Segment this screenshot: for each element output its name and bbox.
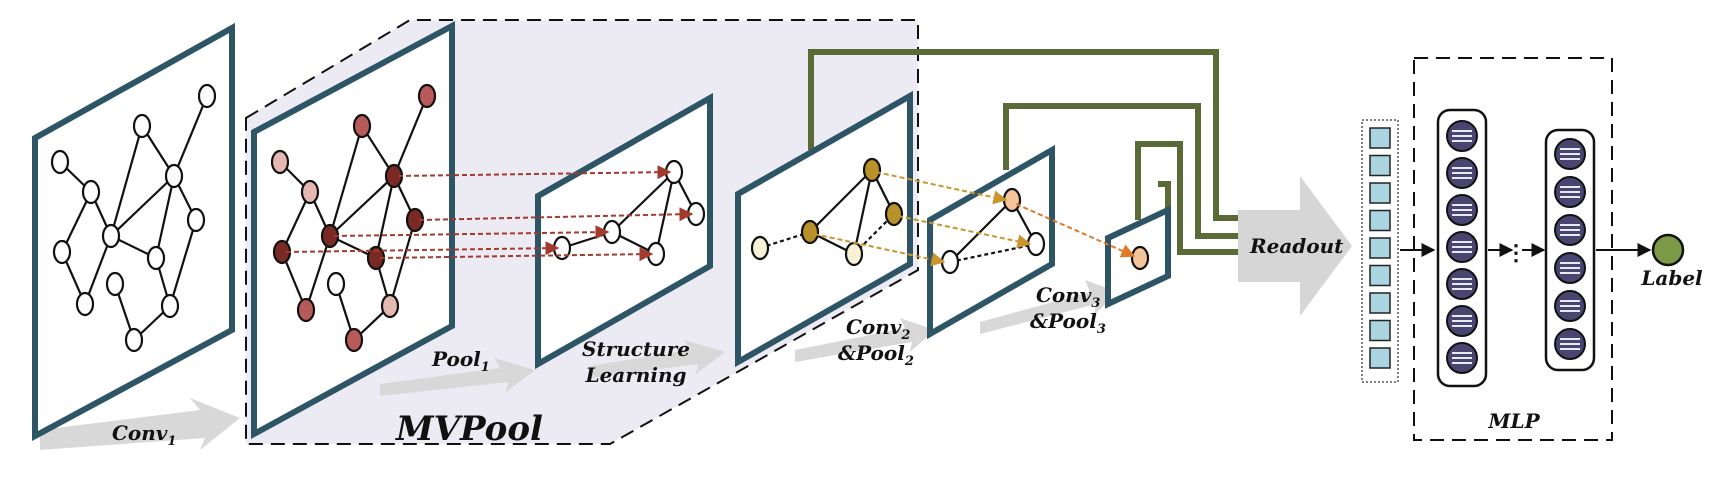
flow-arrow-pool1 bbox=[380, 358, 535, 396]
flow-arrow-conv1 bbox=[40, 398, 240, 450]
mlp-label: MLP bbox=[1487, 409, 1540, 433]
node bbox=[197, 83, 217, 109]
node bbox=[664, 159, 684, 185]
node bbox=[132, 113, 152, 139]
pool2-label: &Pool2 bbox=[838, 341, 914, 369]
conv3-frame bbox=[927, 144, 1055, 340]
pool2-arrows bbox=[813, 171, 1032, 267]
node bbox=[146, 245, 166, 271]
mvpool-label: MVPool bbox=[395, 409, 543, 449]
feature-cell bbox=[1369, 154, 1391, 177]
conv3-panel bbox=[927, 144, 1055, 340]
feature-cell bbox=[1369, 292, 1391, 314]
skip-connections bbox=[808, 49, 1240, 255]
node bbox=[750, 235, 770, 261]
node bbox=[844, 241, 864, 267]
pool1-label: Pool1 bbox=[431, 347, 490, 375]
mlp-layer-1 bbox=[1436, 108, 1488, 388]
node bbox=[124, 327, 144, 353]
node bbox=[326, 271, 346, 297]
node bbox=[686, 201, 706, 227]
node bbox=[101, 223, 121, 249]
conv2-label: Conv2 bbox=[846, 315, 910, 343]
feature-vector bbox=[1361, 119, 1399, 383]
final-node-panel bbox=[1105, 205, 1171, 309]
pool3-arrow bbox=[1015, 203, 1136, 258]
node bbox=[75, 291, 95, 317]
node bbox=[300, 179, 320, 205]
pool1-arrows bbox=[285, 165, 694, 262]
feature-cell bbox=[1369, 347, 1391, 369]
conv3-label: Conv3 bbox=[1036, 283, 1100, 311]
node bbox=[884, 201, 904, 227]
feature-cell bbox=[1369, 319, 1391, 342]
node bbox=[800, 219, 820, 245]
skip-connection-1 bbox=[808, 49, 1240, 221]
node bbox=[1002, 187, 1022, 213]
conv1-label: Conv1 bbox=[112, 421, 176, 449]
flow-arrows bbox=[40, 280, 1118, 450]
flow-arrow-structure bbox=[590, 340, 725, 378]
node bbox=[50, 149, 70, 175]
conv2-panel bbox=[735, 90, 913, 368]
node bbox=[160, 293, 180, 319]
node bbox=[105, 271, 125, 297]
node bbox=[352, 113, 372, 139]
conv1-output-panel bbox=[251, 20, 455, 440]
feature-cell bbox=[1369, 182, 1391, 204]
flow-arrow-conv3 bbox=[980, 280, 1118, 334]
node bbox=[164, 163, 184, 189]
pool3-label: &Pool3 bbox=[1030, 309, 1106, 337]
readout-label: Readout bbox=[1249, 234, 1344, 258]
input-graph-frame bbox=[32, 22, 235, 442]
node bbox=[81, 179, 101, 205]
mlp-layer-2 bbox=[1544, 128, 1596, 372]
skip-connection-3 bbox=[1135, 141, 1240, 255]
node bbox=[380, 293, 400, 319]
feature-cell bbox=[1369, 127, 1391, 149]
feature-cell bbox=[1369, 237, 1391, 259]
output-node bbox=[1651, 233, 1685, 267]
mlp-box bbox=[1413, 57, 1613, 441]
node bbox=[646, 241, 666, 267]
input-graph-panel bbox=[32, 22, 235, 442]
readout-arrow bbox=[1238, 176, 1352, 316]
mlp-ellipsis: ⋮ bbox=[1505, 240, 1527, 266]
skip-connection-4 bbox=[1158, 181, 1171, 214]
node bbox=[417, 83, 437, 109]
node bbox=[862, 157, 882, 183]
node bbox=[344, 327, 364, 353]
flow-arrow-conv2 bbox=[795, 318, 935, 362]
structure-learning-label-1: Structure bbox=[582, 337, 690, 361]
feature-cell bbox=[1369, 209, 1391, 232]
node bbox=[270, 149, 290, 175]
node bbox=[940, 249, 960, 275]
feature-cell bbox=[1369, 264, 1391, 287]
node bbox=[296, 297, 316, 323]
structure-learning-label-2: Learning bbox=[585, 363, 687, 387]
skip-connection-2 bbox=[1003, 103, 1240, 239]
node bbox=[52, 239, 72, 265]
output-label: Label bbox=[1640, 266, 1703, 290]
node bbox=[1130, 245, 1150, 271]
node bbox=[186, 207, 206, 233]
node bbox=[1026, 231, 1046, 257]
conv1-output-frame bbox=[251, 20, 455, 440]
